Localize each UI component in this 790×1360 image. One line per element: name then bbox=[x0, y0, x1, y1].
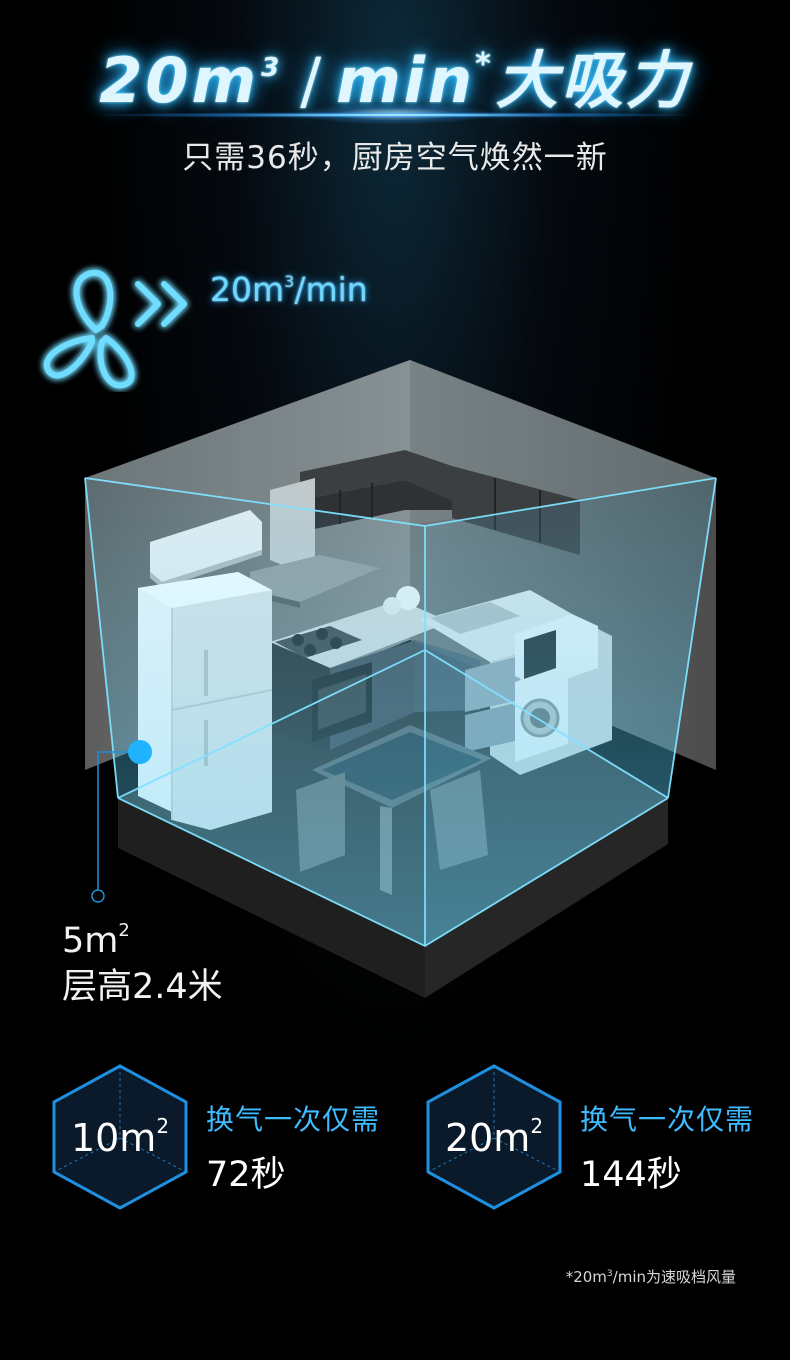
airflow-value: 20m bbox=[210, 270, 285, 309]
stat-area: 20m2 bbox=[444, 1114, 544, 1160]
airflow-superscript: 3 bbox=[284, 272, 295, 291]
footnote: *20m3/min为速吸档风量 bbox=[565, 1268, 736, 1286]
stat-time: 144秒 bbox=[580, 1155, 682, 1195]
room-height: 层高2.4米 bbox=[62, 967, 223, 1007]
headline-asterisk: * bbox=[475, 47, 494, 82]
fan-icon bbox=[43, 269, 187, 389]
airflow-label: 20m3/min bbox=[210, 270, 368, 309]
stat-20m2: 20m2 换气一次仅需 144秒 bbox=[424, 1062, 784, 1210]
room-area: 5m2 bbox=[62, 920, 130, 961]
hexagon-cube-icon bbox=[426, 1064, 562, 1210]
stat-area: 10m2 bbox=[70, 1114, 170, 1160]
headline-superscript: 3 bbox=[261, 53, 283, 83]
kitchen-room-illustration bbox=[84, 360, 717, 998]
air-volume-box bbox=[84, 360, 717, 948]
headline: 20m3/min*大吸力 bbox=[0, 30, 790, 120]
room-callout bbox=[91, 740, 152, 903]
stat-label: 换气一次仅需 bbox=[206, 1103, 381, 1136]
airflow-unit: /min bbox=[294, 270, 368, 309]
lens-flare-line bbox=[95, 112, 695, 118]
stat-time: 72秒 bbox=[206, 1155, 286, 1195]
subtitle: 只需36秒，厨房空气焕然一新 bbox=[182, 140, 608, 176]
stat-10m2: 10m2 换气一次仅需 72秒 bbox=[50, 1062, 410, 1210]
hexagon-cube-icon bbox=[52, 1064, 188, 1210]
headline-slash: / bbox=[300, 44, 325, 117]
headline-suffix: 大吸力 bbox=[495, 44, 691, 117]
headline-value: 20m bbox=[99, 44, 260, 117]
room-spec: 5m2 层高2.4米 bbox=[62, 908, 223, 1010]
stat-label: 换气一次仅需 bbox=[580, 1103, 755, 1136]
